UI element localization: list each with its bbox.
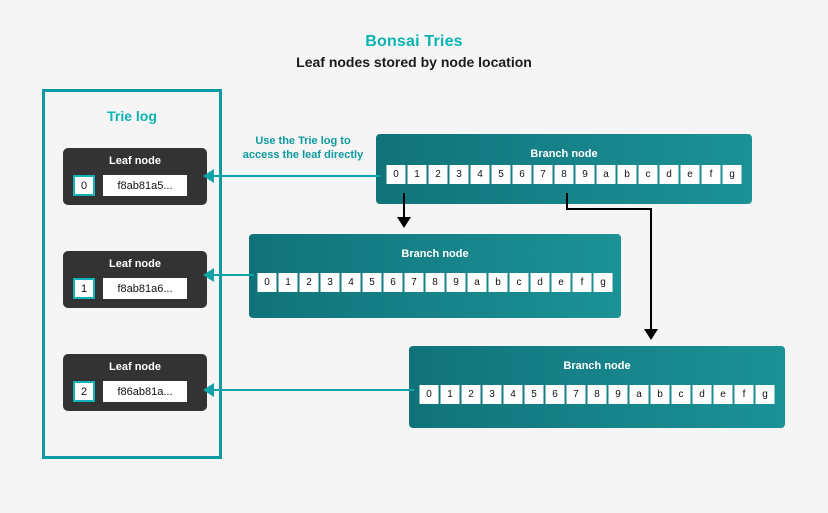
connector-branch3-to-leaf2 (214, 389, 414, 391)
branch-cell-c[interactable]: c (638, 165, 658, 184)
annotation-text: Use the Trie log to access the leaf dire… (228, 134, 378, 162)
branch-cell-e[interactable]: e (713, 385, 733, 404)
branch-cell-3[interactable]: 3 (320, 273, 340, 292)
branch-cell-6[interactable]: 6 (383, 273, 403, 292)
branch-node-label: Branch node (401, 248, 469, 260)
branch-cell-e[interactable]: e (551, 273, 571, 292)
branch-cell-4[interactable]: 4 (503, 385, 523, 404)
connector-branch1-to-branch3-seg2 (566, 208, 652, 210)
branch-cell-8[interactable]: 8 (587, 385, 607, 404)
branch-cell-4[interactable]: 4 (470, 165, 490, 184)
branch-cell-2[interactable]: 2 (299, 273, 319, 292)
branch-cell-5[interactable]: 5 (362, 273, 382, 292)
annotation-line-1: Use the Trie log to (255, 135, 351, 147)
branch-cell-9[interactable]: 9 (446, 273, 466, 292)
branch-cell-0[interactable]: 0 (419, 385, 439, 404)
branch-cell-2[interactable]: 2 (428, 165, 448, 184)
branch-cell-d[interactable]: d (692, 385, 712, 404)
branch-cell-9[interactable]: 9 (608, 385, 628, 404)
leaf-hash-box: f8ab81a5... (103, 175, 187, 196)
branch-cell-3[interactable]: 3 (482, 385, 502, 404)
leaf-index-box: 1 (73, 278, 95, 299)
branch-node-label: Branch node (563, 360, 631, 372)
trie-log-title: Trie log (107, 108, 157, 124)
leaf-node-card-2[interactable]: Leaf node 2 f86ab81a... (63, 354, 207, 411)
connector-branch1-to-branch2 (403, 193, 405, 220)
arrowhead-left-icon (203, 268, 214, 282)
leaf-node-row: 2 f86ab81a... (73, 381, 187, 402)
branch-cell-7[interactable]: 7 (566, 385, 586, 404)
leaf-node-row: 1 f8ab81a6... (73, 278, 187, 299)
branch-cell-1[interactable]: 1 (407, 165, 427, 184)
leaf-index-box: 2 (73, 381, 95, 402)
branch-cell-5[interactable]: 5 (491, 165, 511, 184)
branch-cell-6[interactable]: 6 (545, 385, 565, 404)
branch-node-label: Branch node (530, 148, 598, 160)
branch-cell-4[interactable]: 4 (341, 273, 361, 292)
connector-branch1-to-leaf0 (214, 175, 380, 177)
branch-cell-b[interactable]: b (650, 385, 670, 404)
branch-cell-f[interactable]: f (572, 273, 592, 292)
connector-branch1-to-branch3-seg3 (650, 208, 652, 332)
branch-cell-d[interactable]: d (659, 165, 679, 184)
branch-cell-6[interactable]: 6 (512, 165, 532, 184)
branch-cell-b[interactable]: b (617, 165, 637, 184)
connector-branch2-to-leaf1 (214, 274, 254, 276)
arrowhead-down-icon (397, 217, 411, 228)
leaf-node-card-0[interactable]: Leaf node 0 f8ab81a5... (63, 148, 207, 205)
branch-cell-0[interactable]: 0 (257, 273, 277, 292)
leaf-node-card-1[interactable]: Leaf node 1 f8ab81a6... (63, 251, 207, 308)
leaf-node-label: Leaf node (109, 155, 161, 167)
leaf-node-label: Leaf node (109, 258, 161, 270)
branch-cell-d[interactable]: d (530, 273, 550, 292)
branch-cell-1[interactable]: 1 (278, 273, 298, 292)
arrowhead-down-icon (644, 329, 658, 340)
branch-cell-7[interactable]: 7 (404, 273, 424, 292)
leaf-index-box: 0 (73, 175, 95, 196)
leaf-node-row: 0 f8ab81a5... (73, 175, 187, 196)
branch-cell-a[interactable]: a (629, 385, 649, 404)
branch-cell-e[interactable]: e (680, 165, 700, 184)
branch-cell-1[interactable]: 1 (440, 385, 460, 404)
branch-cell-g[interactable]: g (593, 273, 613, 292)
branch-cell-8[interactable]: 8 (554, 165, 574, 184)
branch-cell-a[interactable]: a (467, 273, 487, 292)
arrowhead-left-icon (203, 383, 214, 397)
page-title: Bonsai Tries (365, 33, 463, 50)
branch-cell-b[interactable]: b (488, 273, 508, 292)
trie-log-panel: Trie log Leaf node 0 f8ab81a5... Leaf no… (42, 89, 222, 459)
branch-cell-3[interactable]: 3 (449, 165, 469, 184)
leaf-hash-box: f8ab81a6... (103, 278, 187, 299)
branch-cell-a[interactable]: a (596, 165, 616, 184)
connector-branch1-to-branch3-seg1 (566, 193, 568, 210)
branch-cell-c[interactable]: c (509, 273, 529, 292)
leaf-hash-box: f86ab81a... (103, 381, 187, 402)
annotation-line-2: access the leaf directly (242, 149, 364, 161)
page-subtitle: Leaf nodes stored by node location (296, 54, 532, 70)
branch-cell-g[interactable]: g (722, 165, 742, 184)
branch-cell-f[interactable]: f (701, 165, 721, 184)
branch-cell-9[interactable]: 9 (575, 165, 595, 184)
branch-cell-g[interactable]: g (755, 385, 775, 404)
branch-cell-7[interactable]: 7 (533, 165, 553, 184)
branch-cell-0[interactable]: 0 (386, 165, 406, 184)
branch-cell-2[interactable]: 2 (461, 385, 481, 404)
branch-cell-c[interactable]: c (671, 385, 691, 404)
arrowhead-left-icon (203, 169, 214, 183)
leaf-node-label: Leaf node (109, 361, 161, 373)
branch-cell-f[interactable]: f (734, 385, 754, 404)
branch-cell-8[interactable]: 8 (425, 273, 445, 292)
branch-cell-5[interactable]: 5 (524, 385, 544, 404)
